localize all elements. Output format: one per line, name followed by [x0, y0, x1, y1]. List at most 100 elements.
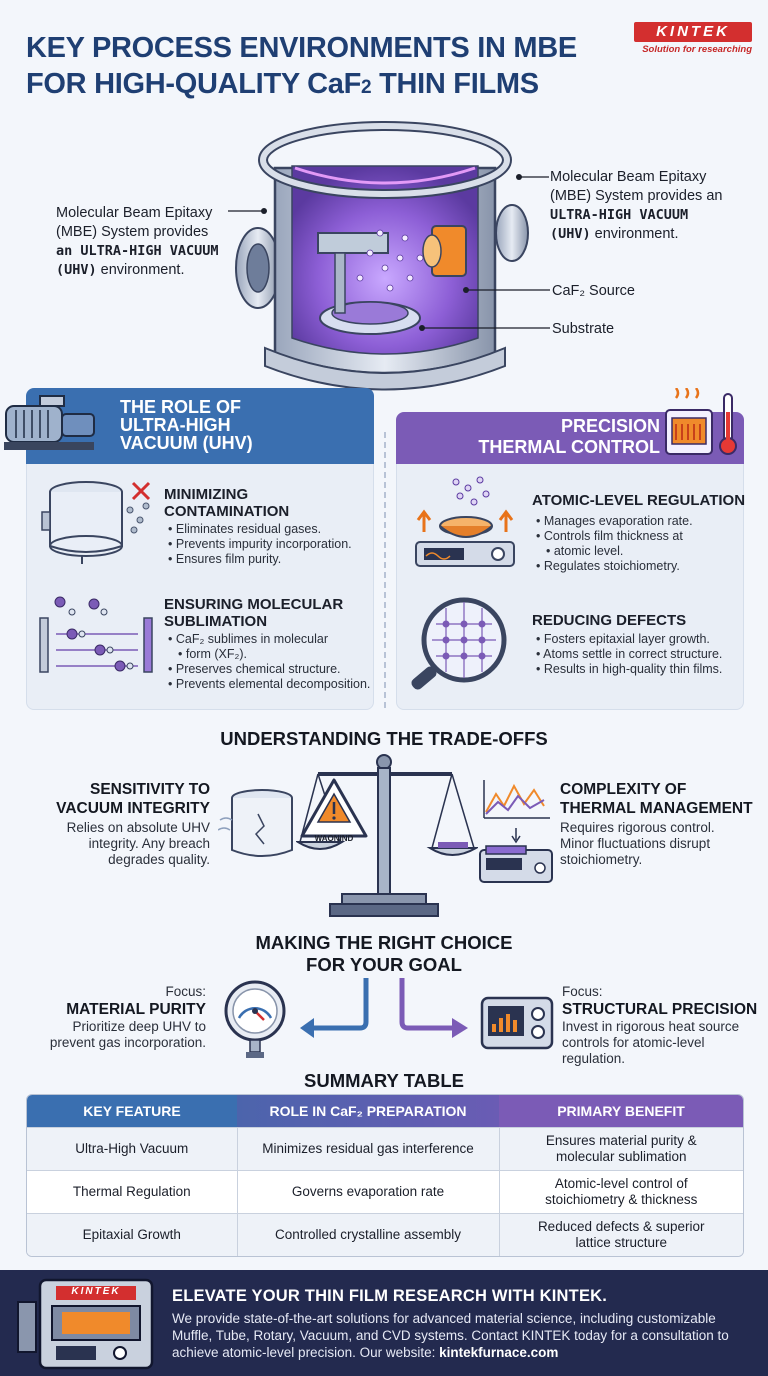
left-callout-line-3: an ULTRA-HIGH VACUUM	[56, 242, 236, 261]
table-cell: Minimizes residual gas interference	[237, 1126, 500, 1170]
footer-title: ELEVATE YOUR THIN FILM RESEARCH WITH KIN…	[172, 1287, 608, 1305]
table-row: Thermal Regulation Governs evaporation r…	[27, 1169, 743, 1213]
right-callout-line-4: (UHV) environment.	[550, 225, 760, 244]
precision-text-line-1: Invest in rigorous heat source	[562, 1019, 740, 1034]
bullet: Controls film thickness at	[536, 529, 741, 544]
left-callout-leader	[228, 208, 267, 214]
bullet: Preserves chemical structure.	[168, 662, 373, 677]
defects-bullets: Fosters epitaxial layer growth. Atoms se…	[536, 632, 741, 677]
minimizing-contamination-title: MINIMIZING CONTAMINATION	[164, 486, 289, 520]
bullet: Fosters epitaxial layer growth.	[536, 632, 741, 647]
footer-website-link[interactable]: kintekfurnace.com	[439, 1345, 559, 1360]
left-callout-uhv: (UHV)	[56, 262, 97, 278]
bullet-continued: form (XF₂).	[168, 647, 373, 662]
source-label: CaF₂ Source	[552, 283, 635, 299]
precision-title: STRUCTURAL PRECISION	[562, 1001, 758, 1018]
left-title-line-1: SENSITIVITY TO	[89, 781, 210, 798]
table-cell: Governs evaporation rate	[237, 1169, 500, 1213]
table-row: Ultra-High Vacuum Minimizes residual gas…	[27, 1126, 743, 1170]
left-text-line-1: Relies on absolute UHV	[66, 820, 210, 835]
regulation-bullets: Manages evaporation rate. Controls film …	[536, 514, 741, 574]
thermal-title-line-2: THERMAL CONTROL	[478, 437, 660, 457]
choice-heading-line-2: FOR YOUR GOAL	[306, 954, 462, 975]
tradeoffs-heading: UNDERSTANDING THE TRADE-OFFS	[220, 728, 548, 749]
summary-heading: SUMMARY TABLE	[304, 1070, 464, 1091]
title-text: FOR HIGH-QUALITY CaF	[26, 68, 362, 100]
title-text-end: THIN FILMS	[371, 68, 539, 100]
warning-icon	[300, 778, 368, 838]
thermal-management-text: Requires rigorous control. Minor fluctua…	[560, 820, 760, 868]
sublimation-bullets: CaF₂ sublimes in molecular form (XF₂). P…	[168, 632, 373, 692]
right-callout-line-1: Molecular Beam Epitaxy	[550, 169, 707, 185]
cell-line: Atomic-level control of	[554, 1175, 688, 1191]
purity-focus-label: Focus:	[165, 984, 206, 999]
left-text-line-2: integrity. Any breach	[88, 836, 210, 851]
bullet: CaF₂ sublimes in molecular	[168, 632, 373, 647]
right-callout-line-3: ULTRA-HIGH VACUUM	[550, 206, 760, 225]
col-benefit: PRIMARY BENEFIT	[499, 1095, 743, 1127]
substrate-leader	[419, 325, 550, 331]
right-callout-uhv: (UHV)	[550, 226, 591, 242]
molecular-sublimation-title: ENSURING MOLECULAR SUBLIMATION	[164, 596, 343, 630]
kintek-logo: KINTEK Solution for researching	[634, 22, 752, 56]
vacuum-integrity-text: Relies on absolute UHV integrity. Any br…	[20, 820, 210, 868]
vacuum-integrity-title: SENSITIVITY TO VACUUM INTEGRITY	[20, 780, 210, 818]
sec1-title-line-1: MINIMIZING	[164, 486, 249, 503]
furnace-icon	[17, 1278, 154, 1370]
page-title: KEY PROCESS ENVIRONMENTS IN MBE FOR HIGH…	[26, 30, 626, 106]
choice-heading-line-1: MAKING THE RIGHT CHOICE	[255, 932, 513, 953]
right-callout-line-2: (MBE) System provides an	[550, 188, 723, 204]
warning-label: WAONIND	[314, 834, 354, 843]
cell-line: lattice structure	[575, 1234, 668, 1250]
bullet: Prevents impurity incorporation.	[168, 537, 368, 552]
right-callout-leader	[516, 174, 549, 180]
uhv-title-line-3: VACUUM (UHV)	[120, 433, 253, 453]
uhv-panel-title: THE ROLE OF ULTRA-HIGH VACUUM (UHV)	[120, 398, 360, 452]
sec2-title-line-1: ENSURING MOLECULAR	[164, 596, 344, 613]
title-line-2: FOR HIGH-QUALITY CaF2 THIN FILMS	[26, 66, 626, 106]
left-title-line-2: VACUUM INTEGRITY	[56, 800, 210, 817]
left-callout-line-4: (UHV) environment.	[56, 261, 236, 280]
cross-mark-icon	[131, 481, 151, 501]
precision-text-line-3: regulation.	[562, 1051, 626, 1066]
bullet: Ensures film purity.	[168, 552, 368, 567]
left-callout-env: environment.	[96, 262, 185, 278]
precision-focus-label: Focus:	[562, 984, 603, 999]
sec1-title-line-2: CONTAMINATION	[164, 503, 290, 520]
bullet: Prevents elemental decomposition.	[168, 677, 373, 692]
table-cell: Ensures material purity &molecular subli…	[499, 1126, 743, 1170]
uhv-title-line-2: ULTRA-HIGH	[120, 415, 231, 435]
bullet: Manages evaporation rate.	[536, 514, 741, 529]
col-key-feature: KEY FEATURE	[27, 1095, 237, 1127]
footer-logo-text: KINTEK	[71, 1286, 121, 1297]
summary-table: KEY FEATURE ROLE IN CaF₂ PREPARATION PRI…	[26, 1094, 744, 1257]
table-cell: Controlled crystalline assembly	[237, 1212, 500, 1256]
right-text-line-2: Minor fluctuations disrupt	[560, 836, 711, 851]
heater-thermometer-icon	[665, 388, 737, 455]
right-callout-env: environment.	[590, 226, 679, 242]
cell-line: molecular sublimation	[555, 1148, 687, 1164]
panel-divider	[384, 432, 386, 708]
purity-text-line-1: Prioritize deep UHV to	[72, 1019, 206, 1034]
pressure-gauge-icon	[224, 980, 286, 1058]
atomic-regulation-title: ATOMIC-LEVEL REGULATION	[532, 492, 746, 509]
purity-title: MATERIAL PURITY	[66, 1001, 206, 1018]
lattice-magnifier-icon	[411, 597, 507, 690]
title-subscript: 2	[361, 77, 372, 98]
left-callout: Molecular Beam Epitaxy (MBE) System prov…	[56, 204, 236, 280]
bullet: Eliminates residual gases.	[168, 522, 368, 537]
cell-line: Ensures material purity &	[545, 1132, 697, 1148]
precision-text-line-2: controls for atomic-level	[562, 1035, 705, 1050]
purity-text-line-2: prevent gas incorporation.	[49, 1035, 206, 1050]
choice-arrows	[300, 978, 468, 1038]
sec2-title-line-2: SUBLIMATION	[164, 613, 268, 630]
table-cell: Thermal Regulation	[27, 1169, 238, 1213]
right-callout: Molecular Beam Epitaxy (MBE) System prov…	[550, 168, 760, 244]
left-callout-line-1: Molecular Beam Epitaxy	[56, 205, 213, 221]
bullet: Atoms settle in correct structure.	[536, 647, 741, 662]
right-text-line-1: Requires rigorous control.	[560, 820, 715, 835]
molecular-beam-icon	[39, 596, 153, 673]
source-leader	[463, 287, 550, 293]
reducing-defects-title: REDUCING DEFECTS	[532, 612, 687, 629]
